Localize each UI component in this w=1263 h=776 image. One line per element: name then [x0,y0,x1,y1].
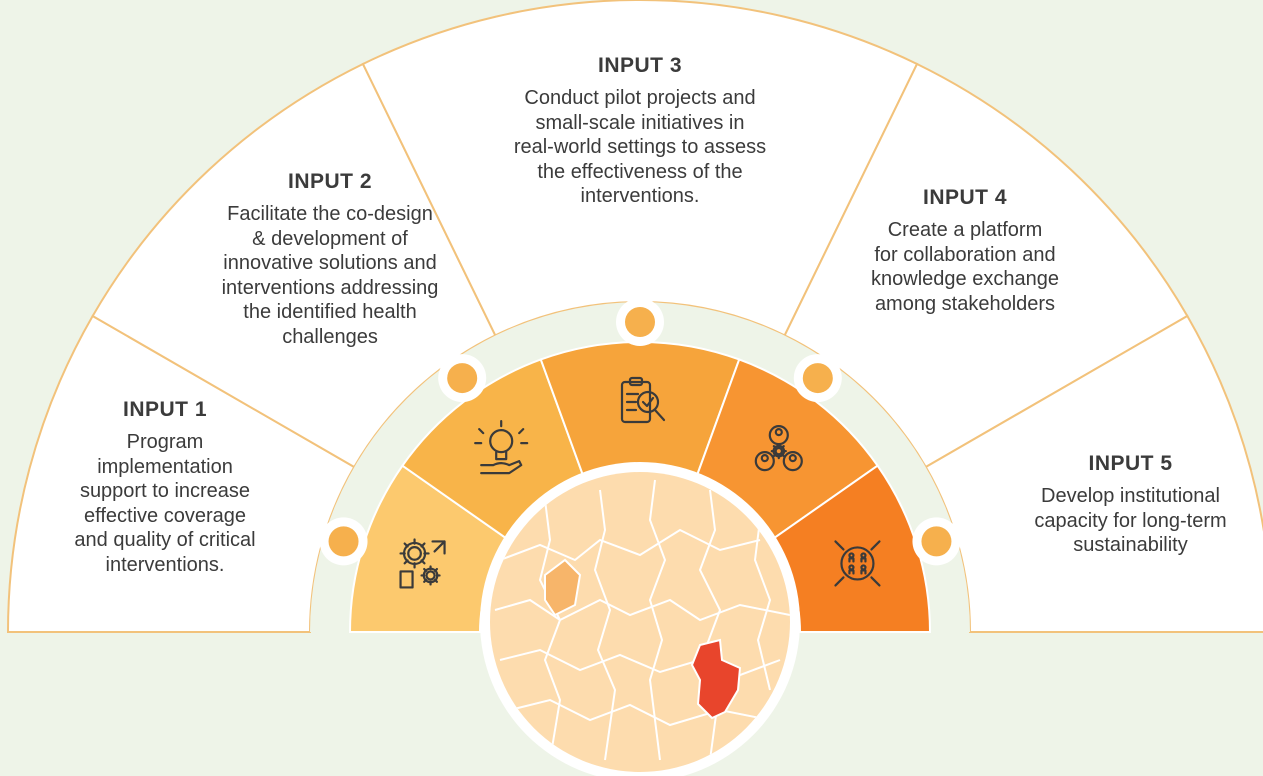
connector-dots [319,298,961,566]
outer-segment-2 [91,62,497,469]
dot-1 [328,526,359,557]
dot-4 [802,363,833,394]
people-network-icon [754,425,803,472]
people-expand-icon [834,540,881,587]
input-4-text-block: INPUT 4 Create a platform for collaborat… [835,186,1095,316]
input-4-description: Create a platform for collaboration and … [871,219,1059,315]
input-4-title: INPUT 4 [922,186,1007,209]
map-circle [490,472,790,772]
input-3-text-block: INPUT 3 Conduct pilot projects and small… [480,54,800,209]
input-1-description: Program implementation support to increa… [74,431,256,576]
district-secondary [544,558,582,617]
input-5-text-block: INPUT 5 Develop institutional capacity f… [1003,452,1258,558]
clipboard-check-icon [620,376,666,424]
segment-icons [399,376,881,589]
outer-segment-3 [361,0,919,337]
input-2-title: INPUT 2 [287,170,372,193]
input-5-title: INPUT 5 [1088,452,1173,475]
input-1-text-block: INPUT 1 Program implementation support t… [40,398,290,577]
gears-puzzle-icon [399,538,446,589]
dot-2 [447,363,478,394]
input-2-description: Facilitate the co-design & development o… [221,203,439,348]
input-3-description: Conduct pilot projects and small-scale i… [513,87,767,207]
outer-ring [6,0,1263,633]
district-line-5 [538,499,562,761]
input-5-description: Develop institutional capacity for long-… [1034,485,1227,556]
input-3-title: INPUT 3 [597,54,682,77]
input-1-title: INPUT 1 [122,398,207,421]
district-line-1 [499,528,761,562]
district-line-2 [494,598,790,622]
district-line-7 [648,479,667,761]
dot-3 [625,307,655,337]
district-map [480,462,800,776]
input-2-text-block: INPUT 2 Facilitate the co-design & devel… [180,170,480,349]
dot-5 [921,526,952,557]
district-highlight [690,638,742,720]
lightbulb-hand-icon [474,420,529,475]
district-line-9 [753,519,772,691]
district-line-6 [593,489,617,761]
